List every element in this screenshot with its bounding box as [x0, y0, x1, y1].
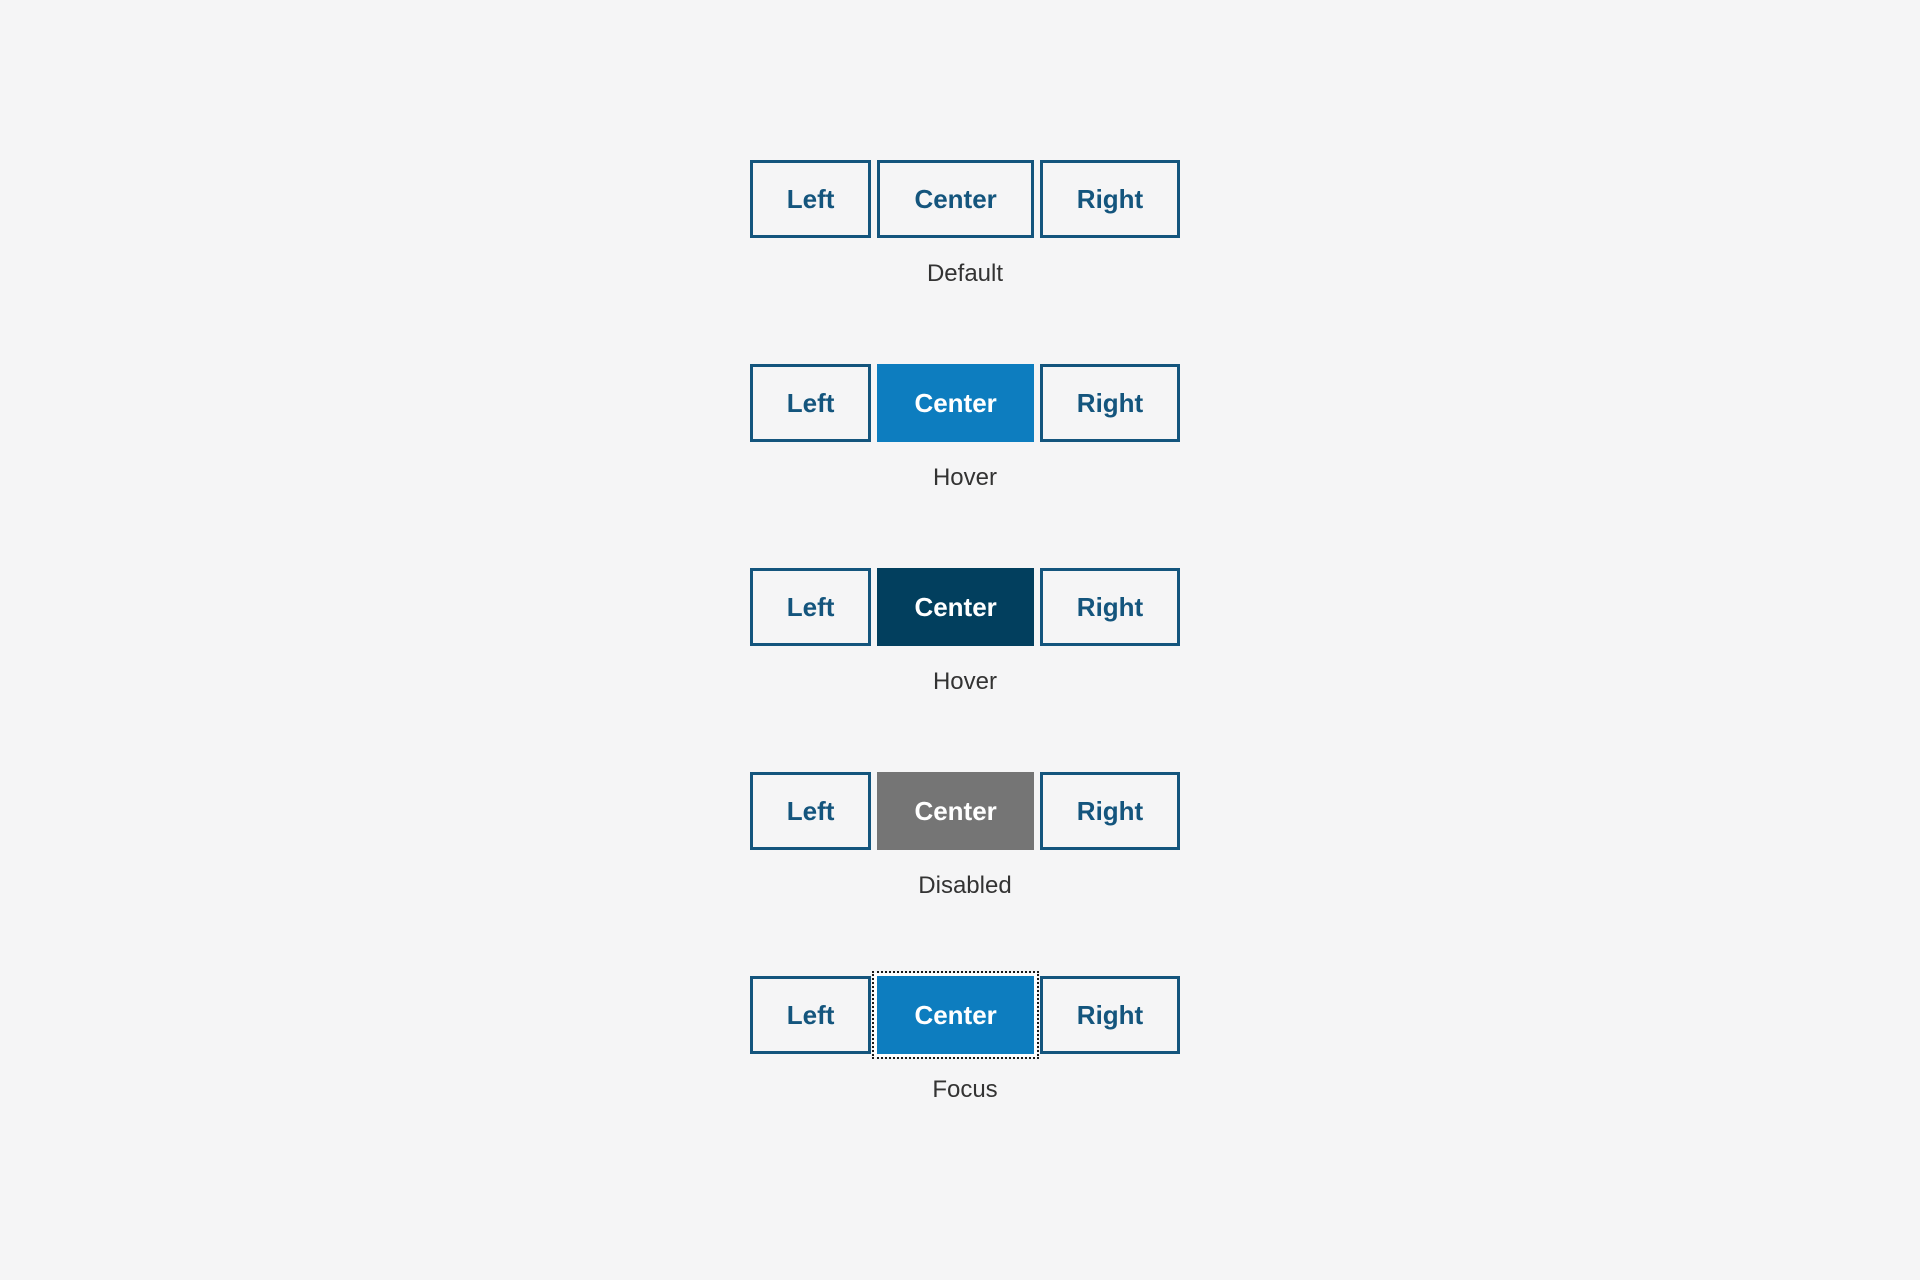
- center-button-disabled: Center: [877, 772, 1034, 850]
- left-button[interactable]: Left: [749, 364, 872, 442]
- button-row: Left Center Right: [749, 971, 1181, 1059]
- state-caption: Hover: [932, 668, 997, 695]
- button-row: Left Center Right: [749, 568, 1181, 646]
- button-group-default: Left Center Right Default: [749, 160, 1181, 288]
- button-row: Left Center Right: [749, 364, 1181, 442]
- left-button[interactable]: Left: [749, 772, 872, 850]
- left-button[interactable]: Left: [749, 160, 872, 238]
- center-button[interactable]: Center: [877, 364, 1034, 442]
- right-button[interactable]: Right: [1039, 568, 1181, 646]
- left-button[interactable]: Left: [749, 976, 872, 1054]
- center-button[interactable]: Center: [877, 160, 1034, 238]
- state-caption: Default: [926, 260, 1004, 287]
- button-group-hover: Left Center Right Hover: [749, 364, 1181, 492]
- button-row: Left Center Right: [749, 160, 1181, 238]
- button-row: Left Center Right: [749, 772, 1181, 850]
- right-button[interactable]: Right: [1039, 364, 1181, 442]
- center-button[interactable]: Center: [877, 568, 1034, 646]
- left-button[interactable]: Left: [749, 568, 872, 646]
- state-caption: Hover: [932, 464, 997, 491]
- center-button-focused[interactable]: Center: [872, 971, 1039, 1059]
- button-group-disabled: Left Center Right Disabled: [749, 772, 1181, 900]
- state-caption: Focus: [932, 1076, 998, 1103]
- right-button[interactable]: Right: [1039, 976, 1181, 1054]
- right-button[interactable]: Right: [1039, 160, 1181, 238]
- state-caption: Disabled: [918, 872, 1012, 899]
- button-group-hover-active: Left Center Right Hover: [749, 568, 1181, 696]
- button-group-focus: Left Center Right Focus: [749, 971, 1181, 1104]
- right-button[interactable]: Right: [1039, 772, 1181, 850]
